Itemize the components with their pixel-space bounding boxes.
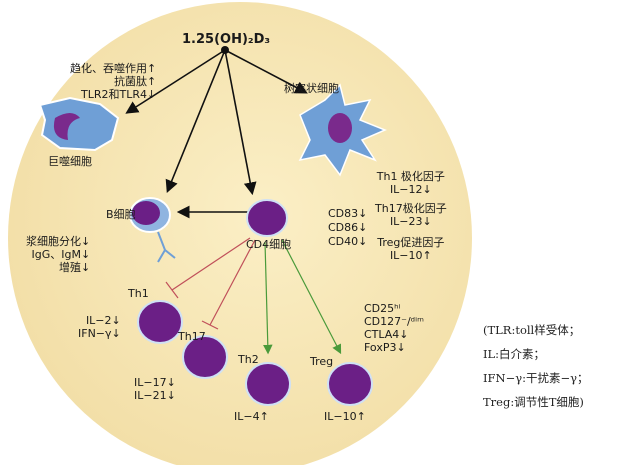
th17-label: Th17 [178,330,206,343]
legend-item: (TLR:toll样受体； [483,323,581,337]
source-label: 1.25(OH)₂D₃ [182,32,271,47]
marker: CD25ʰⁱ [364,302,401,315]
effect: IL−21↓ [134,389,176,402]
effect: IgG、IgM↓ [31,248,91,261]
b-cell [129,197,176,263]
treg-effects: IL−10↑ [324,410,366,423]
factor: Th1 极化因子 [376,170,445,183]
th1-cell [137,300,183,344]
factor: IL−12↓ [389,183,432,196]
source-arrows [125,49,308,219]
effect: IFN−γ↓ [78,327,121,340]
effect: 抗菌肽↑ [114,75,157,88]
macrophage-label: 巨噬细胞 [48,155,92,168]
inhibition-lines [165,237,256,330]
marker: CD83↓ [328,207,368,220]
marker: FoxP3↓ [364,341,406,354]
bcell-effects: 浆细胞分化↓ IgG、IgM↓ 增殖↓ [26,235,90,274]
dendritic-label: 树突状细胞 [284,82,339,95]
effect: TLR2和TLR4↓ [81,88,157,101]
dendritic-factors: Th1 极化因子 IL−12↓ Th17极化因子 IL−23↓ Treg促进因子… [375,170,447,262]
treg-label: Treg [310,355,334,368]
macrophage-effects: 趋化、吞噬作用↑ 抗菌肽↑ TLR2和TLR4↓ [70,62,156,101]
factor: Treg促进因子 [377,236,445,249]
macrophage-cell [38,96,120,152]
dendritic-markers: CD83↓ CD86↓ CD40↓ [328,207,367,249]
th1-effects: IL−2↓ IFN−γ↓ [78,314,121,340]
marker: CD40↓ [328,235,368,248]
effect: 趋化、吞噬作用↑ [70,62,157,75]
th17-effects: IL−17↓ IL−21↓ [134,376,176,402]
legend-item: IL:白介素； [483,347,546,361]
effect: 增殖↓ [59,261,91,274]
th2-cell [245,362,291,406]
legend-item: Treg:调节性T细胞) [483,395,584,409]
th1-label: Th1 [128,287,149,300]
treg-cell [327,362,373,406]
effect: IL−2↓ [85,314,121,327]
t-cells [137,199,373,406]
effect: 浆细胞分化↓ [26,235,91,248]
factor: IL−23↓ [389,215,432,228]
th2-label: Th2 [238,353,259,366]
treg-markers: CD25ʰⁱ CD127⁻/ᵈⁱᵐ CTLA4↓ FoxP3↓ [364,302,424,354]
factor: IL−10↑ [389,249,432,262]
bcell-label: B细胞 [106,208,136,221]
effect: IL−17↓ [134,376,176,389]
marker: CD127⁻/ᵈⁱᵐ [364,315,424,328]
cd4-label: CD4细胞 [246,238,292,251]
legend-item: IFN−γ:干扰素−γ； [483,371,589,385]
legend: (TLR:toll样受体； IL:白介素； IFN−γ:干扰素−γ； Treg:… [483,318,588,414]
dendritic-cell [298,83,387,177]
cd4-cell [246,199,288,237]
marker: CD86↓ [328,221,368,234]
marker: CTLA4↓ [364,328,409,341]
source-dot [221,46,229,54]
stimulation-lines [263,239,342,355]
th2-effects: IL−4↑ [234,410,269,423]
th17-cell [182,335,228,379]
factor: Th17极化因子 [375,202,447,215]
